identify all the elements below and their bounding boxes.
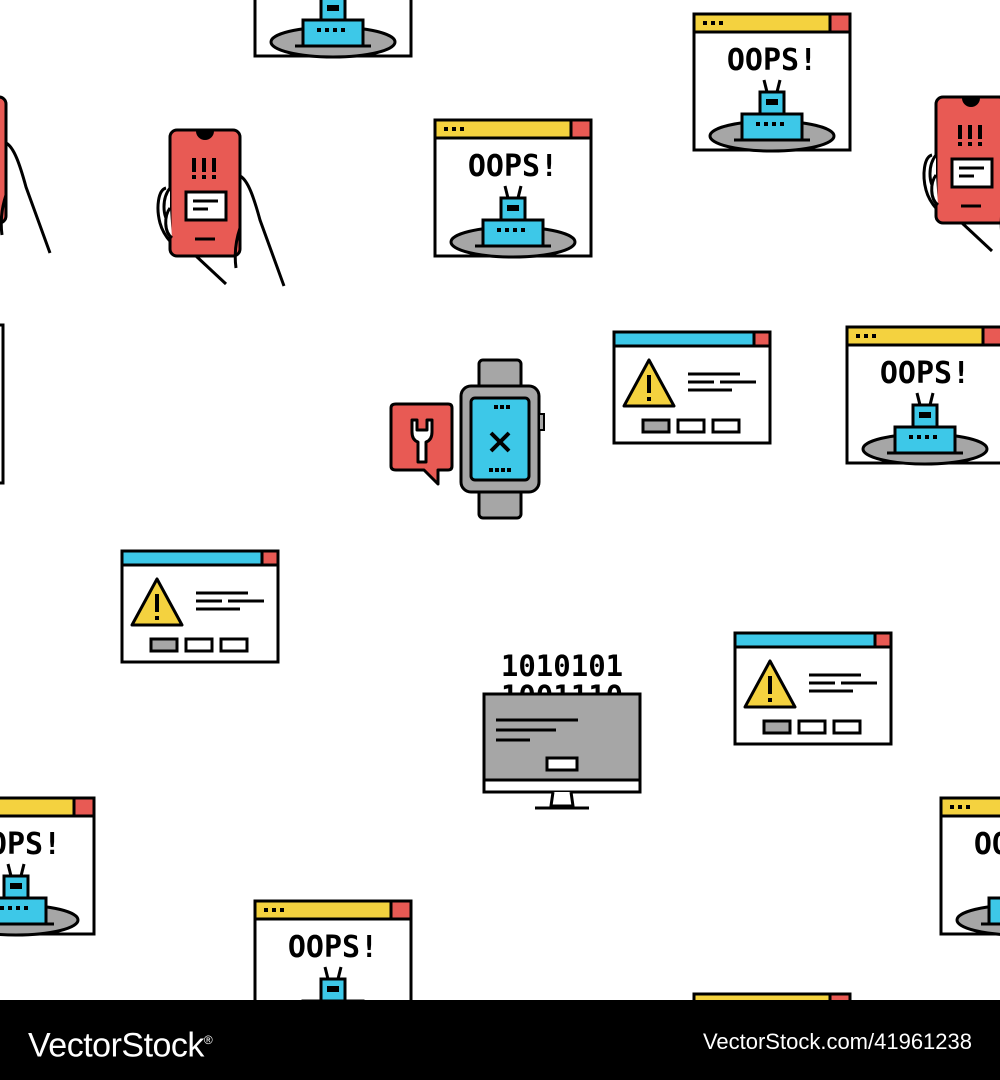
- browser-warning-dialog-icon: [733, 631, 893, 746]
- vectorstock-logo: VectorStock®: [28, 1018, 213, 1067]
- browser-oops-robot-icon: [845, 325, 1000, 466]
- brand-name: VectorStock: [28, 1026, 204, 1065]
- browser-warning-dialog-icon: [612, 330, 772, 445]
- computer-binary-error-icon: 1010101 1001110: [482, 649, 642, 810]
- svg-text:1010101: 1010101: [501, 649, 623, 683]
- smartphone-alert-in-hand-icon: [0, 95, 52, 255]
- browser-oops-robot-icon: [253, 899, 413, 1000]
- browser-oops-robot-icon: [433, 118, 593, 259]
- smartphone-alert-in-hand-icon: [922, 95, 1000, 255]
- browser-oops-robot-icon: [253, 0, 413, 59]
- registered-mark: ®: [203, 1033, 213, 1047]
- watermark-footer: VectorStock® VectorStock.com/41961238: [0, 1000, 1000, 1080]
- error-icon-pattern: OOPS!: [0, 0, 1000, 1000]
- browser-oops-robot-icon: [939, 796, 1000, 937]
- browser-oops-robot-icon: [0, 796, 96, 937]
- browser-warning-dialog-icon: [120, 549, 280, 664]
- smartphone-alert-in-hand-icon: [156, 128, 286, 288]
- smartwatch-error-repair-icon: [389, 358, 545, 520]
- image-credit: VectorStock.com/41961238: [702, 1029, 972, 1054]
- browser-oops-robot-icon: [692, 12, 852, 153]
- partial-frame: [0, 323, 5, 485]
